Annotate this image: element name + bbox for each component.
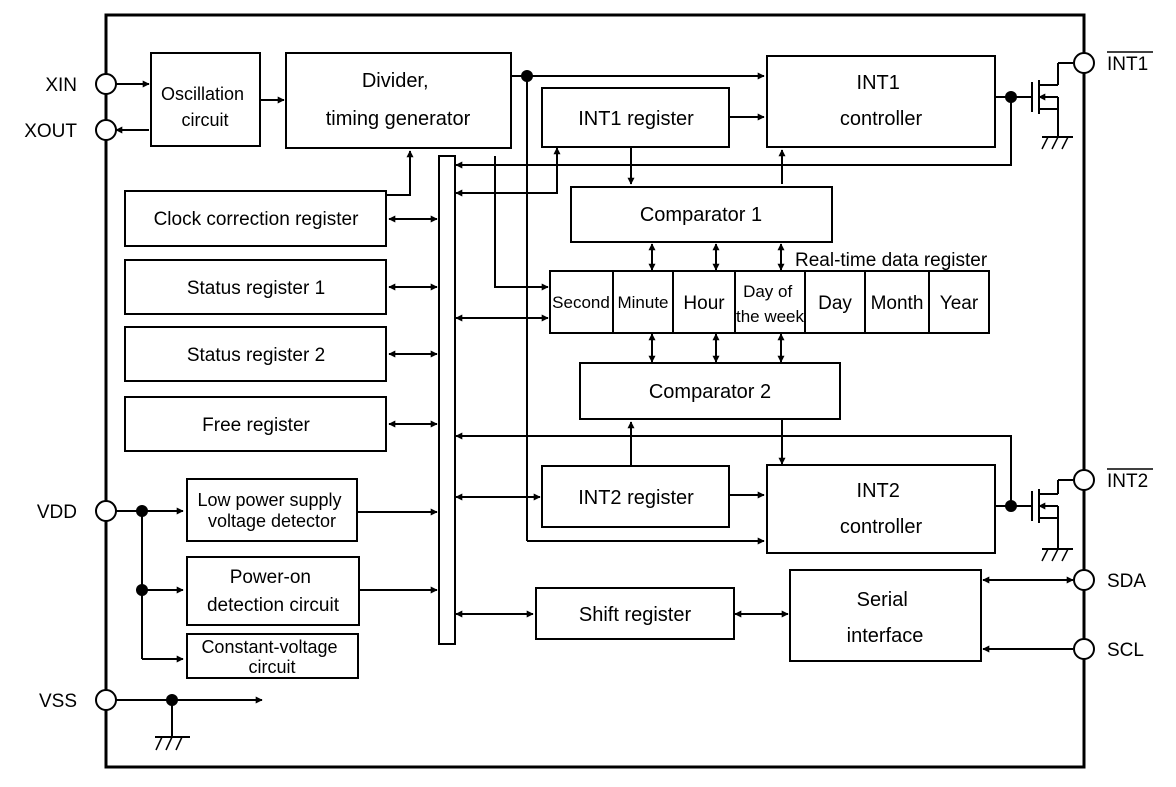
- int1-controller-block: INT1 controller: [766, 55, 996, 148]
- divider-label: Divider, timing generator: [326, 70, 471, 130]
- int1-register-label: INT1 register: [578, 108, 694, 130]
- chip-boundary: [104, 13, 1086, 769]
- pin-vdd-label: VDD: [37, 502, 77, 523]
- constant-voltage-block: Constant-voltage circuit: [186, 633, 359, 679]
- serial-interface-label: Serial interface: [847, 589, 924, 647]
- pin-int1-label: INT1: [1107, 54, 1148, 75]
- connections: [115, 72, 1074, 737]
- int1-output-transistor: [1031, 62, 1073, 150]
- real-time-data-register-label: Real-time data register: [795, 250, 988, 271]
- status-register-1-label: Status register 1: [187, 278, 325, 299]
- pin-xout: [95, 119, 117, 141]
- power-on-detection-label: Power-on detection circuit: [207, 567, 340, 616]
- field-day: Day: [818, 293, 852, 314]
- clock-correction-register-label: Clock correction register: [154, 209, 360, 230]
- oscillation-circuit-block: Oscillation circuit: [150, 52, 261, 147]
- power-on-detection-block: Power-on detection circuit: [186, 556, 360, 626]
- low-power-supply-detector-label: Low power supply voltage detector: [197, 490, 346, 531]
- field-day-of-the-week: Day of the week: [736, 282, 805, 326]
- free-register-block: Free register: [124, 396, 387, 452]
- field-month: Month: [871, 293, 924, 314]
- comparator-1-label: Comparator 1: [640, 204, 762, 226]
- internal-bus: [438, 155, 456, 645]
- oscillation-circuit-label: Oscillation circuit: [161, 84, 249, 130]
- pin-int2: [1073, 469, 1095, 491]
- pin-xin-label: XIN: [45, 75, 77, 96]
- int2-controller-label: INT2 controller: [840, 480, 923, 538]
- int1-register-block: INT1 register: [541, 87, 730, 148]
- comparator-2-block: Comparator 2: [579, 362, 841, 420]
- comparator-1-block: Comparator 1: [570, 186, 833, 243]
- shift-register-label: Shift register: [579, 604, 692, 626]
- pin-scl-label: SCL: [1107, 640, 1144, 661]
- status-register-1-block: Status register 1: [124, 259, 387, 315]
- field-year: Year: [940, 293, 979, 314]
- pin-vdd: [95, 500, 117, 522]
- pin-vss: [95, 689, 117, 711]
- field-minute: Minute: [617, 293, 668, 312]
- shift-register-block: Shift register: [535, 587, 735, 640]
- divider-block: Divider, timing generator: [285, 52, 512, 149]
- pin-vss-label: VSS: [39, 691, 77, 712]
- free-register-label: Free register: [202, 415, 310, 436]
- pin-xout-label: XOUT: [24, 121, 77, 142]
- junction-dots: [136, 70, 1017, 706]
- pin-scl: [1073, 638, 1095, 660]
- constant-voltage-label: Constant-voltage circuit: [201, 637, 342, 677]
- pin-sda: [1073, 569, 1095, 591]
- int2-register-block: INT2 register: [541, 465, 730, 528]
- low-power-supply-detector-block: Low power supply voltage detector: [186, 478, 358, 542]
- int2-register-label: INT2 register: [578, 487, 694, 509]
- field-second: Second: [552, 293, 610, 312]
- pin-sda-label: SDA: [1107, 571, 1146, 592]
- status-register-2-block: Status register 2: [124, 326, 387, 382]
- field-hour: Hour: [683, 293, 725, 314]
- int2-output-transistor: [1031, 479, 1073, 562]
- pin-int2-label: INT2: [1107, 471, 1148, 492]
- status-register-2-label: Status register 2: [187, 345, 325, 366]
- serial-interface-block: Serial interface: [789, 569, 982, 662]
- int1-controller-label: INT1 controller: [840, 72, 923, 130]
- ground-symbol-vss: [155, 736, 190, 751]
- comparator-2-label: Comparator 2: [649, 381, 771, 403]
- clock-correction-register-block: Clock correction register: [124, 190, 387, 247]
- real-time-data-register: Second Minute Hour Day of the week Day M…: [549, 270, 990, 334]
- pin-xin: [95, 73, 117, 95]
- pin-int1: [1073, 52, 1095, 74]
- int2-controller-block: INT2 controller: [766, 464, 996, 554]
